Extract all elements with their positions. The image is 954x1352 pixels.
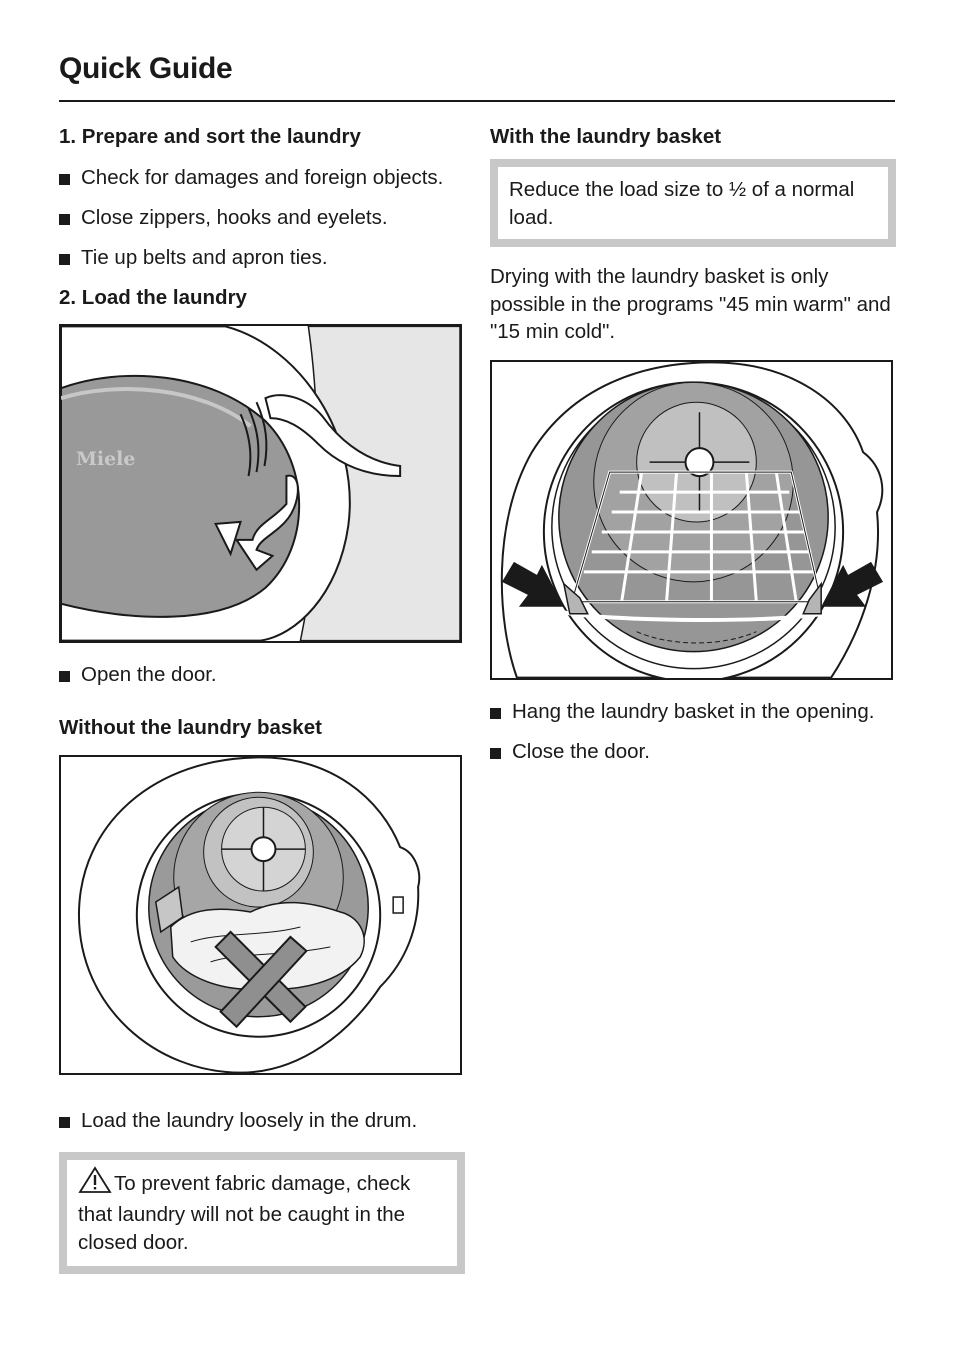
list-item: Load the laundry loosely in the drum. <box>59 1107 463 1135</box>
svg-text:Miele: Miele <box>76 448 135 470</box>
step1-list: Check for damages and foreign objects. C… <box>59 164 463 272</box>
without-basket-heading: Without the laundry basket <box>59 716 322 739</box>
warning-triangle-icon <box>78 1165 112 1202</box>
list-item: Close the door. <box>490 738 896 766</box>
warning-box: To prevent fabric damage, check that lau… <box>59 1151 465 1274</box>
arrow-right-icon <box>501 561 564 607</box>
bullet-square-icon <box>59 174 70 185</box>
arrow-left-icon <box>821 561 884 607</box>
list-item: Open the door. <box>59 661 463 689</box>
bullet-square-icon <box>490 707 501 719</box>
load-note-box: Reduce the load size to ½ of a normal lo… <box>490 159 896 247</box>
with-basket-heading: With the laundry basket <box>490 125 722 148</box>
bullet-square-icon <box>59 1117 70 1128</box>
step2-heading: 2. Load the laundry <box>59 285 247 309</box>
left-column: 1. Prepare and sort the laundry Check fo… <box>59 123 465 1274</box>
page-title: Quick Guide <box>59 52 233 85</box>
title-divider <box>59 100 895 102</box>
drum-with-basket-illustration <box>490 359 893 680</box>
load-note-text: Reduce the load size to ½ of a normal lo… <box>509 178 855 229</box>
step1-heading: 1. Prepare and sort the laundry <box>59 125 361 148</box>
bullet-square-icon <box>59 254 70 265</box>
drum-without-basket-illustration <box>59 755 462 1075</box>
bullet-square-icon <box>490 748 501 759</box>
drying-info-text: Drying with the laundry basket is only p… <box>490 265 891 343</box>
cross-icon <box>214 930 308 1029</box>
list-item: Close zippers, hooks and eyelets. <box>59 204 463 232</box>
list-item: Tie up belts and apron ties. <box>59 244 463 272</box>
bullet-square-icon <box>59 213 70 225</box>
miele-logo: Miele <box>76 448 135 470</box>
list-item: Check for damages and foreign objects. <box>59 164 463 192</box>
list-item: Hang the laundry basket in the opening. <box>490 698 896 726</box>
warning-text: To prevent fabric damage, check that lau… <box>78 1171 411 1254</box>
open-door-illustration: Miele <box>59 323 462 643</box>
bullet-square-icon <box>59 670 70 682</box>
right-column: With the laundry basket Reduce the load … <box>490 123 896 766</box>
